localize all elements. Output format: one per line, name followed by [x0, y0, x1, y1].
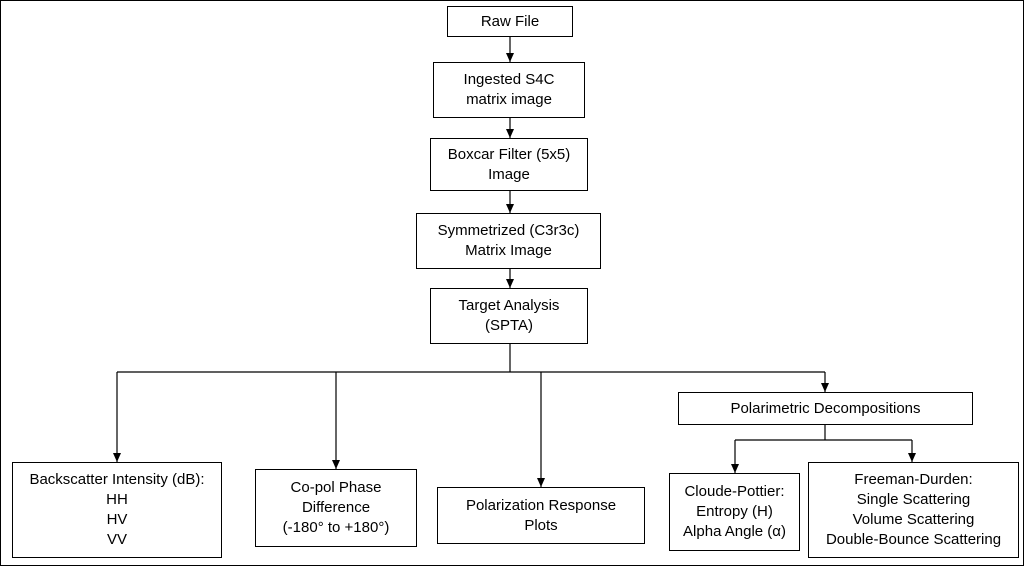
- node-text-line: (-180° to +180°): [282, 519, 390, 536]
- node-text-line: VV: [106, 531, 127, 548]
- node-text-line: Alpha Angle (α): [683, 523, 786, 540]
- node-text-line: HV: [106, 511, 128, 528]
- node-ingested-s4c: Ingested S4C matrix image: [433, 62, 585, 118]
- node-text-line: Entropy (H): [696, 503, 773, 520]
- node-text-line: matrix image: [466, 91, 552, 108]
- node-target-analysis: Target Analysis (SPTA): [430, 288, 588, 344]
- node-text-line: Polarimetric Decompositions: [730, 399, 921, 417]
- node-text-line: Polarization Response: [465, 496, 617, 514]
- node-text-line: Single Scattering: [856, 491, 971, 508]
- node-text-line: HH: [106, 491, 128, 508]
- node-text-line: Difference: [301, 499, 371, 516]
- node-boxcar-filter: Boxcar Filter (5x5) Image: [430, 138, 588, 191]
- node-text-line: Co-pol Phase: [290, 479, 382, 496]
- node-symmetrized: Symmetrized (C3r3c) Matrix Image: [416, 213, 601, 269]
- node-text-line: Matrix Image: [465, 242, 552, 259]
- node-text-line: Plots: [524, 516, 558, 534]
- node-cloude-pottier: Cloude-Pottier: Entropy (H) Alpha Angle (α…: [669, 473, 800, 551]
- node-raw-file: Raw File: [447, 6, 573, 37]
- node-text-line: (SPTA): [484, 317, 534, 334]
- node-text-line: Target Analysis: [458, 297, 560, 314]
- node-text-line: Cloude-Pottier:: [684, 483, 785, 500]
- node-text-line: Raw File: [480, 12, 540, 30]
- node-text-line: Volume Scattering: [852, 511, 975, 528]
- node-text-line: Symmetrized (C3r3c): [437, 222, 580, 239]
- node-text-line: Image: [488, 165, 530, 183]
- node-text-line: Backscatter Intensity (dB):: [29, 471, 205, 488]
- node-polarimetric-decompositions: Polarimetric Decompositions: [678, 392, 973, 425]
- node-text-line: Boxcar Filter (5x5): [447, 145, 571, 163]
- node-text-line: Ingested S4C: [463, 71, 555, 88]
- node-text-line: Freeman-Durden:: [854, 471, 973, 488]
- node-backscatter-intensity: Backscatter Intensity (dB): HH HV VV: [12, 462, 222, 558]
- node-text-line: Double-Bounce Scattering: [825, 531, 1002, 548]
